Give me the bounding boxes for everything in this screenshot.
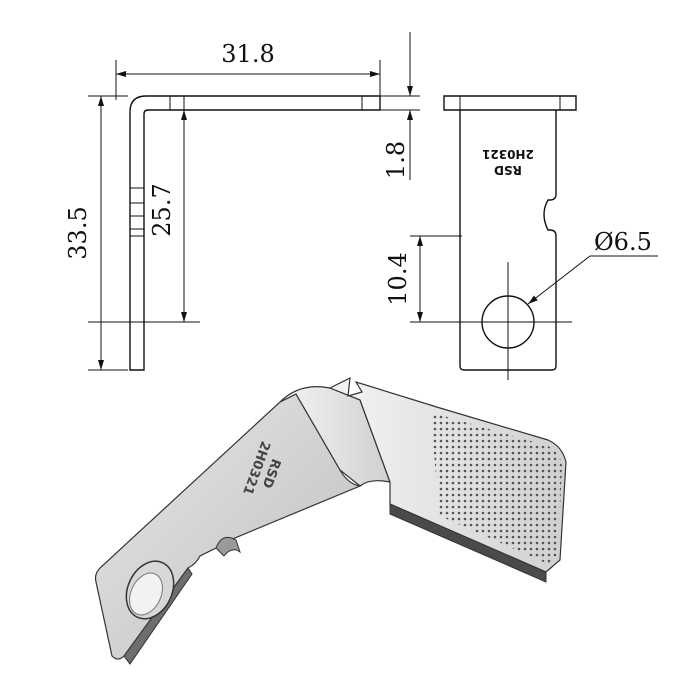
front-view: RSD 2H0321 Ø6.5 10.4 (384, 95, 658, 380)
leader-line (527, 255, 591, 305)
isometric-view: RSD 2H0321 (94, 376, 567, 665)
iso-dotted-area (430, 412, 562, 564)
front-flange (443, 95, 577, 111)
engraved-marking: RSD 2H0321 (482, 147, 534, 177)
marking-line2: 2H0321 (482, 147, 534, 161)
iso-top-edge (389, 503, 547, 583)
iso-notch (215, 536, 241, 557)
dim-hole-offset: 10.4 (384, 252, 412, 305)
dim-hole-diameter: Ø6.5 (594, 228, 652, 256)
front-plate-outline (459, 110, 557, 371)
dim-thickness: 1.8 (382, 141, 410, 179)
dim-height-bend: 25.7 (148, 183, 176, 236)
dim-width-top: 31.8 (221, 40, 274, 68)
side-view: 31.8 33.5 25.7 1.8 (64, 32, 420, 371)
iso-hole-inner (129, 572, 163, 616)
dim-height-total: 33.5 (64, 206, 92, 259)
marking-line1: RSD (494, 163, 522, 177)
